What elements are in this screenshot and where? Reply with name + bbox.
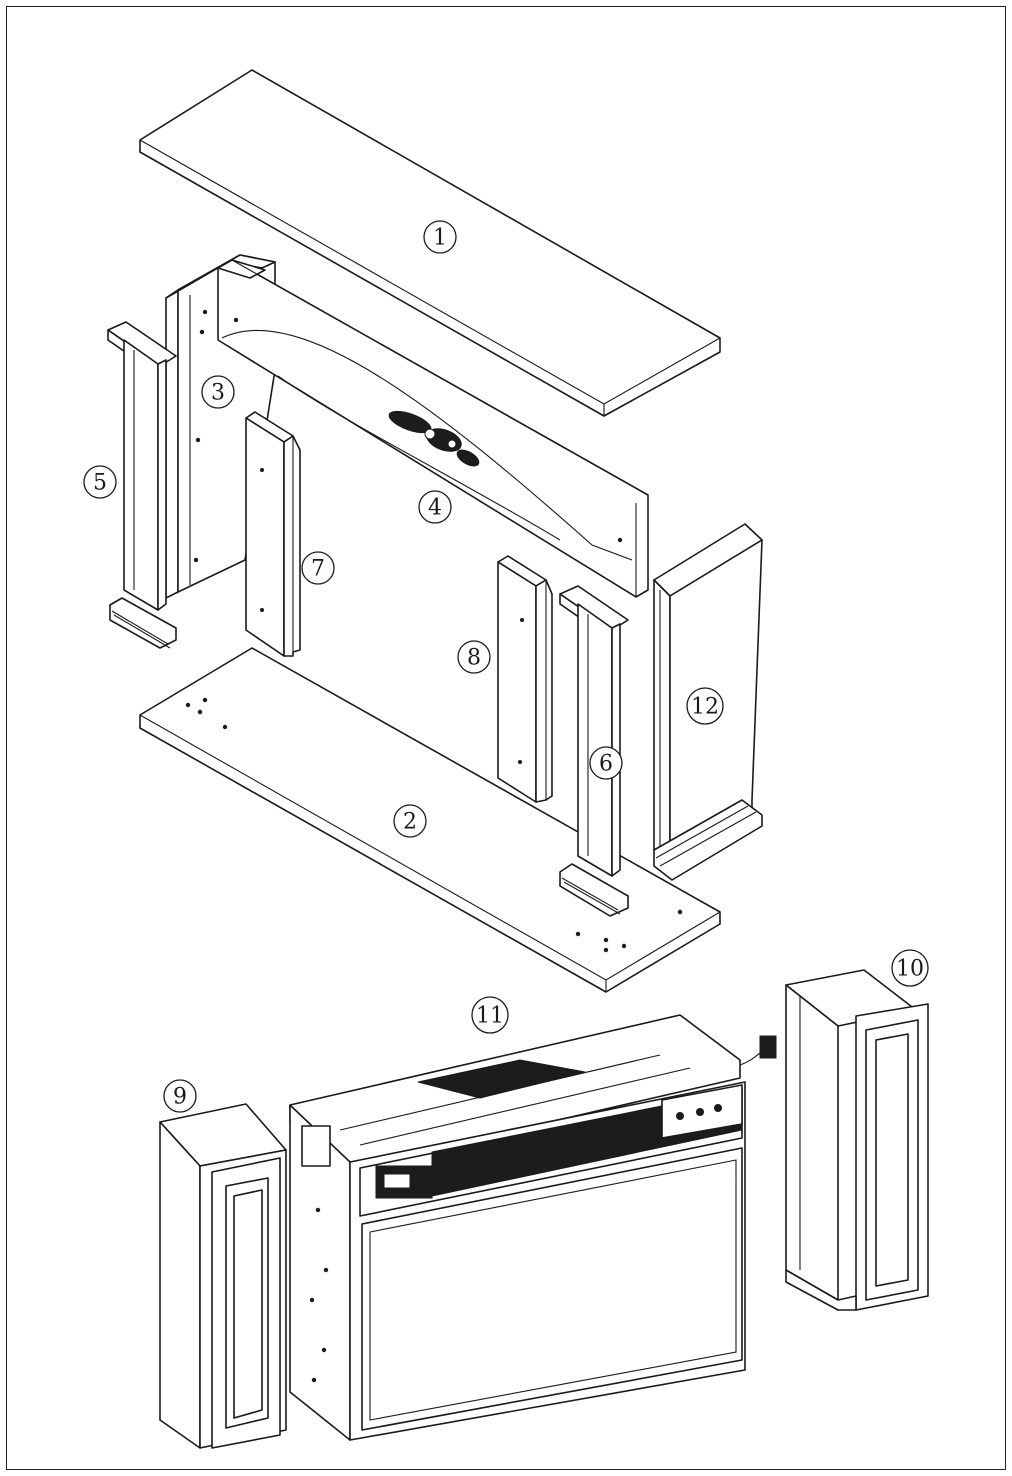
svg-text:10: 10 — [896, 957, 924, 982]
svg-text:4: 4 — [428, 496, 442, 521]
callout-2: 2 — [393, 804, 427, 838]
front-header-panel — [217, 259, 649, 598]
callout-3: 3 — [201, 375, 235, 409]
base-plate — [139, 647, 721, 993]
svg-text:3: 3 — [211, 381, 225, 406]
callout-5: 5 — [83, 465, 117, 499]
svg-text:11: 11 — [476, 1004, 504, 1029]
right-pillar — [559, 585, 629, 917]
callout-1: 1 — [423, 220, 457, 254]
svg-text:9: 9 — [173, 1085, 187, 1110]
ornament-carving — [388, 410, 480, 467]
electric-fireplace-insert — [289, 1014, 777, 1441]
callout-4: 4 — [418, 490, 452, 524]
left-inner-panel — [245, 411, 301, 657]
svg-text:7: 7 — [311, 557, 325, 582]
right-side-frame — [653, 523, 763, 881]
svg-text:12: 12 — [691, 695, 719, 720]
left-trim-box — [159, 1103, 287, 1449]
right-inner-panel — [497, 555, 553, 803]
svg-text:8: 8 — [467, 646, 481, 671]
callout-9: 9 — [163, 1079, 197, 1113]
svg-text:1: 1 — [433, 226, 447, 251]
callout-7: 7 — [301, 551, 335, 585]
callout-10: 10 — [891, 949, 929, 987]
callout-12: 12 — [686, 687, 724, 725]
callout-8: 8 — [457, 640, 491, 674]
svg-text:2: 2 — [403, 810, 417, 835]
left-pillar — [107, 321, 177, 649]
right-trim-box — [785, 969, 929, 1311]
svg-text:5: 5 — [93, 471, 107, 496]
svg-text:6: 6 — [599, 752, 613, 777]
callout-11: 11 — [471, 996, 509, 1034]
diagram-border — [6, 6, 1006, 1470]
callout-6: 6 — [589, 746, 623, 780]
